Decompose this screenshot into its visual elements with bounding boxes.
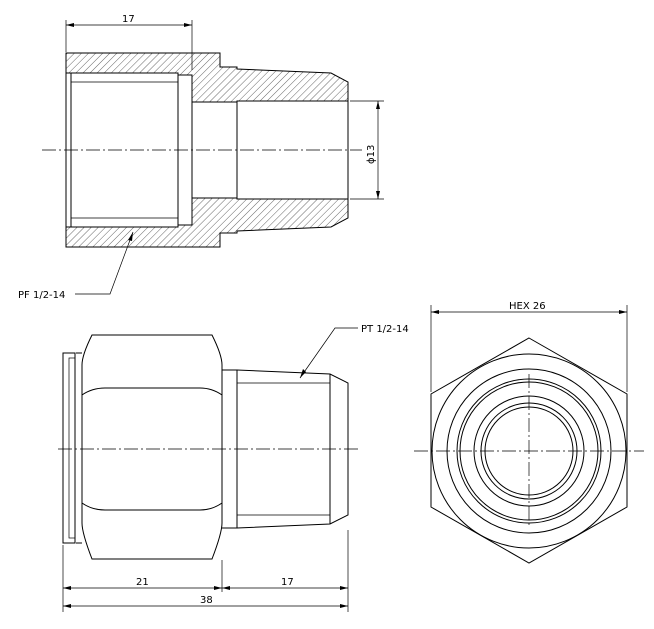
section-wall-upper xyxy=(65,52,349,103)
section-wall-lower xyxy=(65,197,349,248)
dim-hex-width: HEX 26 xyxy=(509,301,546,312)
hex-body xyxy=(81,334,223,560)
dim-overall-length: 38 xyxy=(200,595,213,606)
hexagon-outline xyxy=(430,337,628,564)
side-view: PT 1/2-14 21 17 38 xyxy=(58,324,409,612)
section-view: 17 ϕ13 PF 1/2-14 xyxy=(18,14,384,301)
dim-top-length: 17 xyxy=(122,14,135,25)
callout-female-thread: PF 1/2-14 xyxy=(18,290,65,301)
dim-bore-diameter: ϕ13 xyxy=(366,145,377,164)
dim-thread-length: 17 xyxy=(281,577,294,588)
end-view: HEX 26 xyxy=(414,301,644,564)
dim-hex-length: 21 xyxy=(136,577,149,588)
callout-male-thread: PT 1/2-14 xyxy=(361,324,409,335)
